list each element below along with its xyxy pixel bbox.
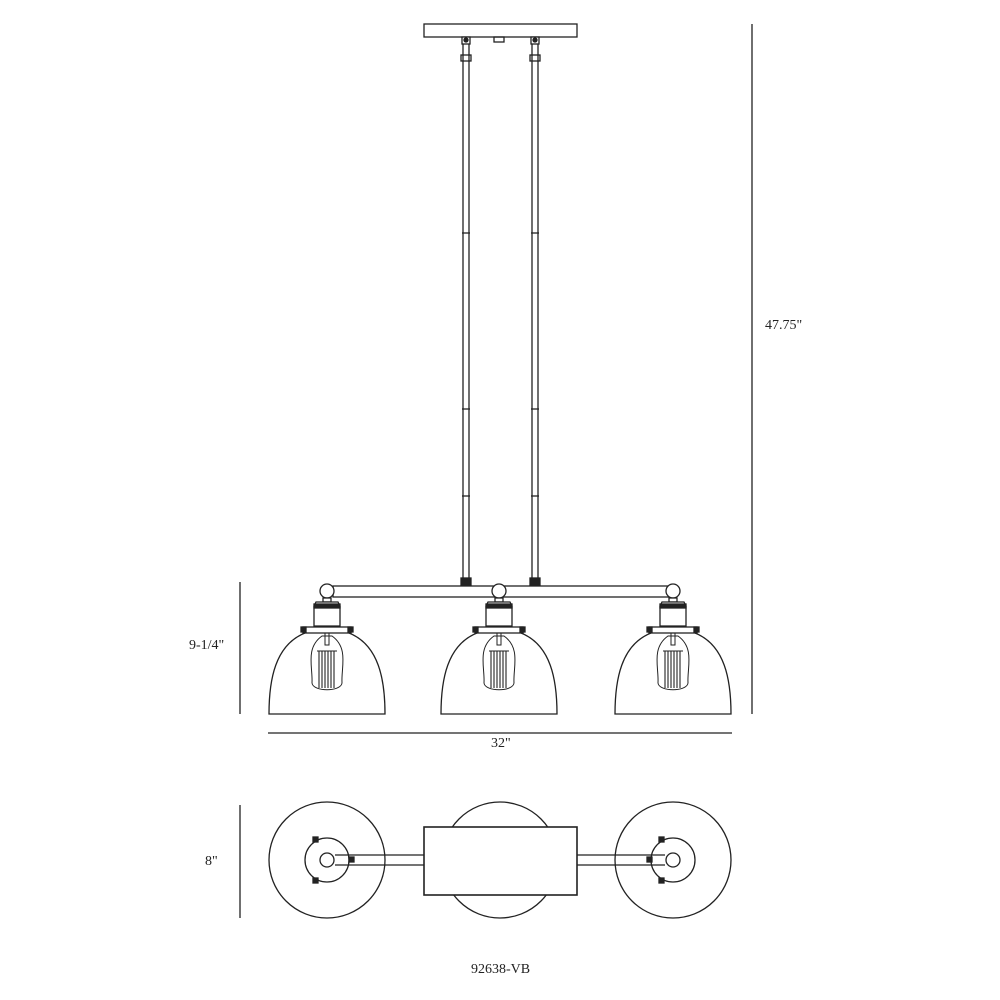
overall-height-label: 47.75" xyxy=(765,318,803,333)
width-label: 8" xyxy=(205,854,218,869)
pendant-shade xyxy=(440,583,558,715)
top-view-shade xyxy=(268,801,386,919)
pendant-shade xyxy=(614,583,732,715)
overall-length-label: 32" xyxy=(491,736,511,751)
shade-height-label: 9-1/4" xyxy=(189,638,225,653)
top-view-shade xyxy=(614,801,732,919)
pendant-shade xyxy=(268,583,386,715)
model-number: 92638-VB xyxy=(471,962,531,977)
top-view xyxy=(268,801,732,919)
canopy xyxy=(423,23,578,38)
canopy-screw xyxy=(493,36,505,43)
downrods xyxy=(460,36,541,587)
